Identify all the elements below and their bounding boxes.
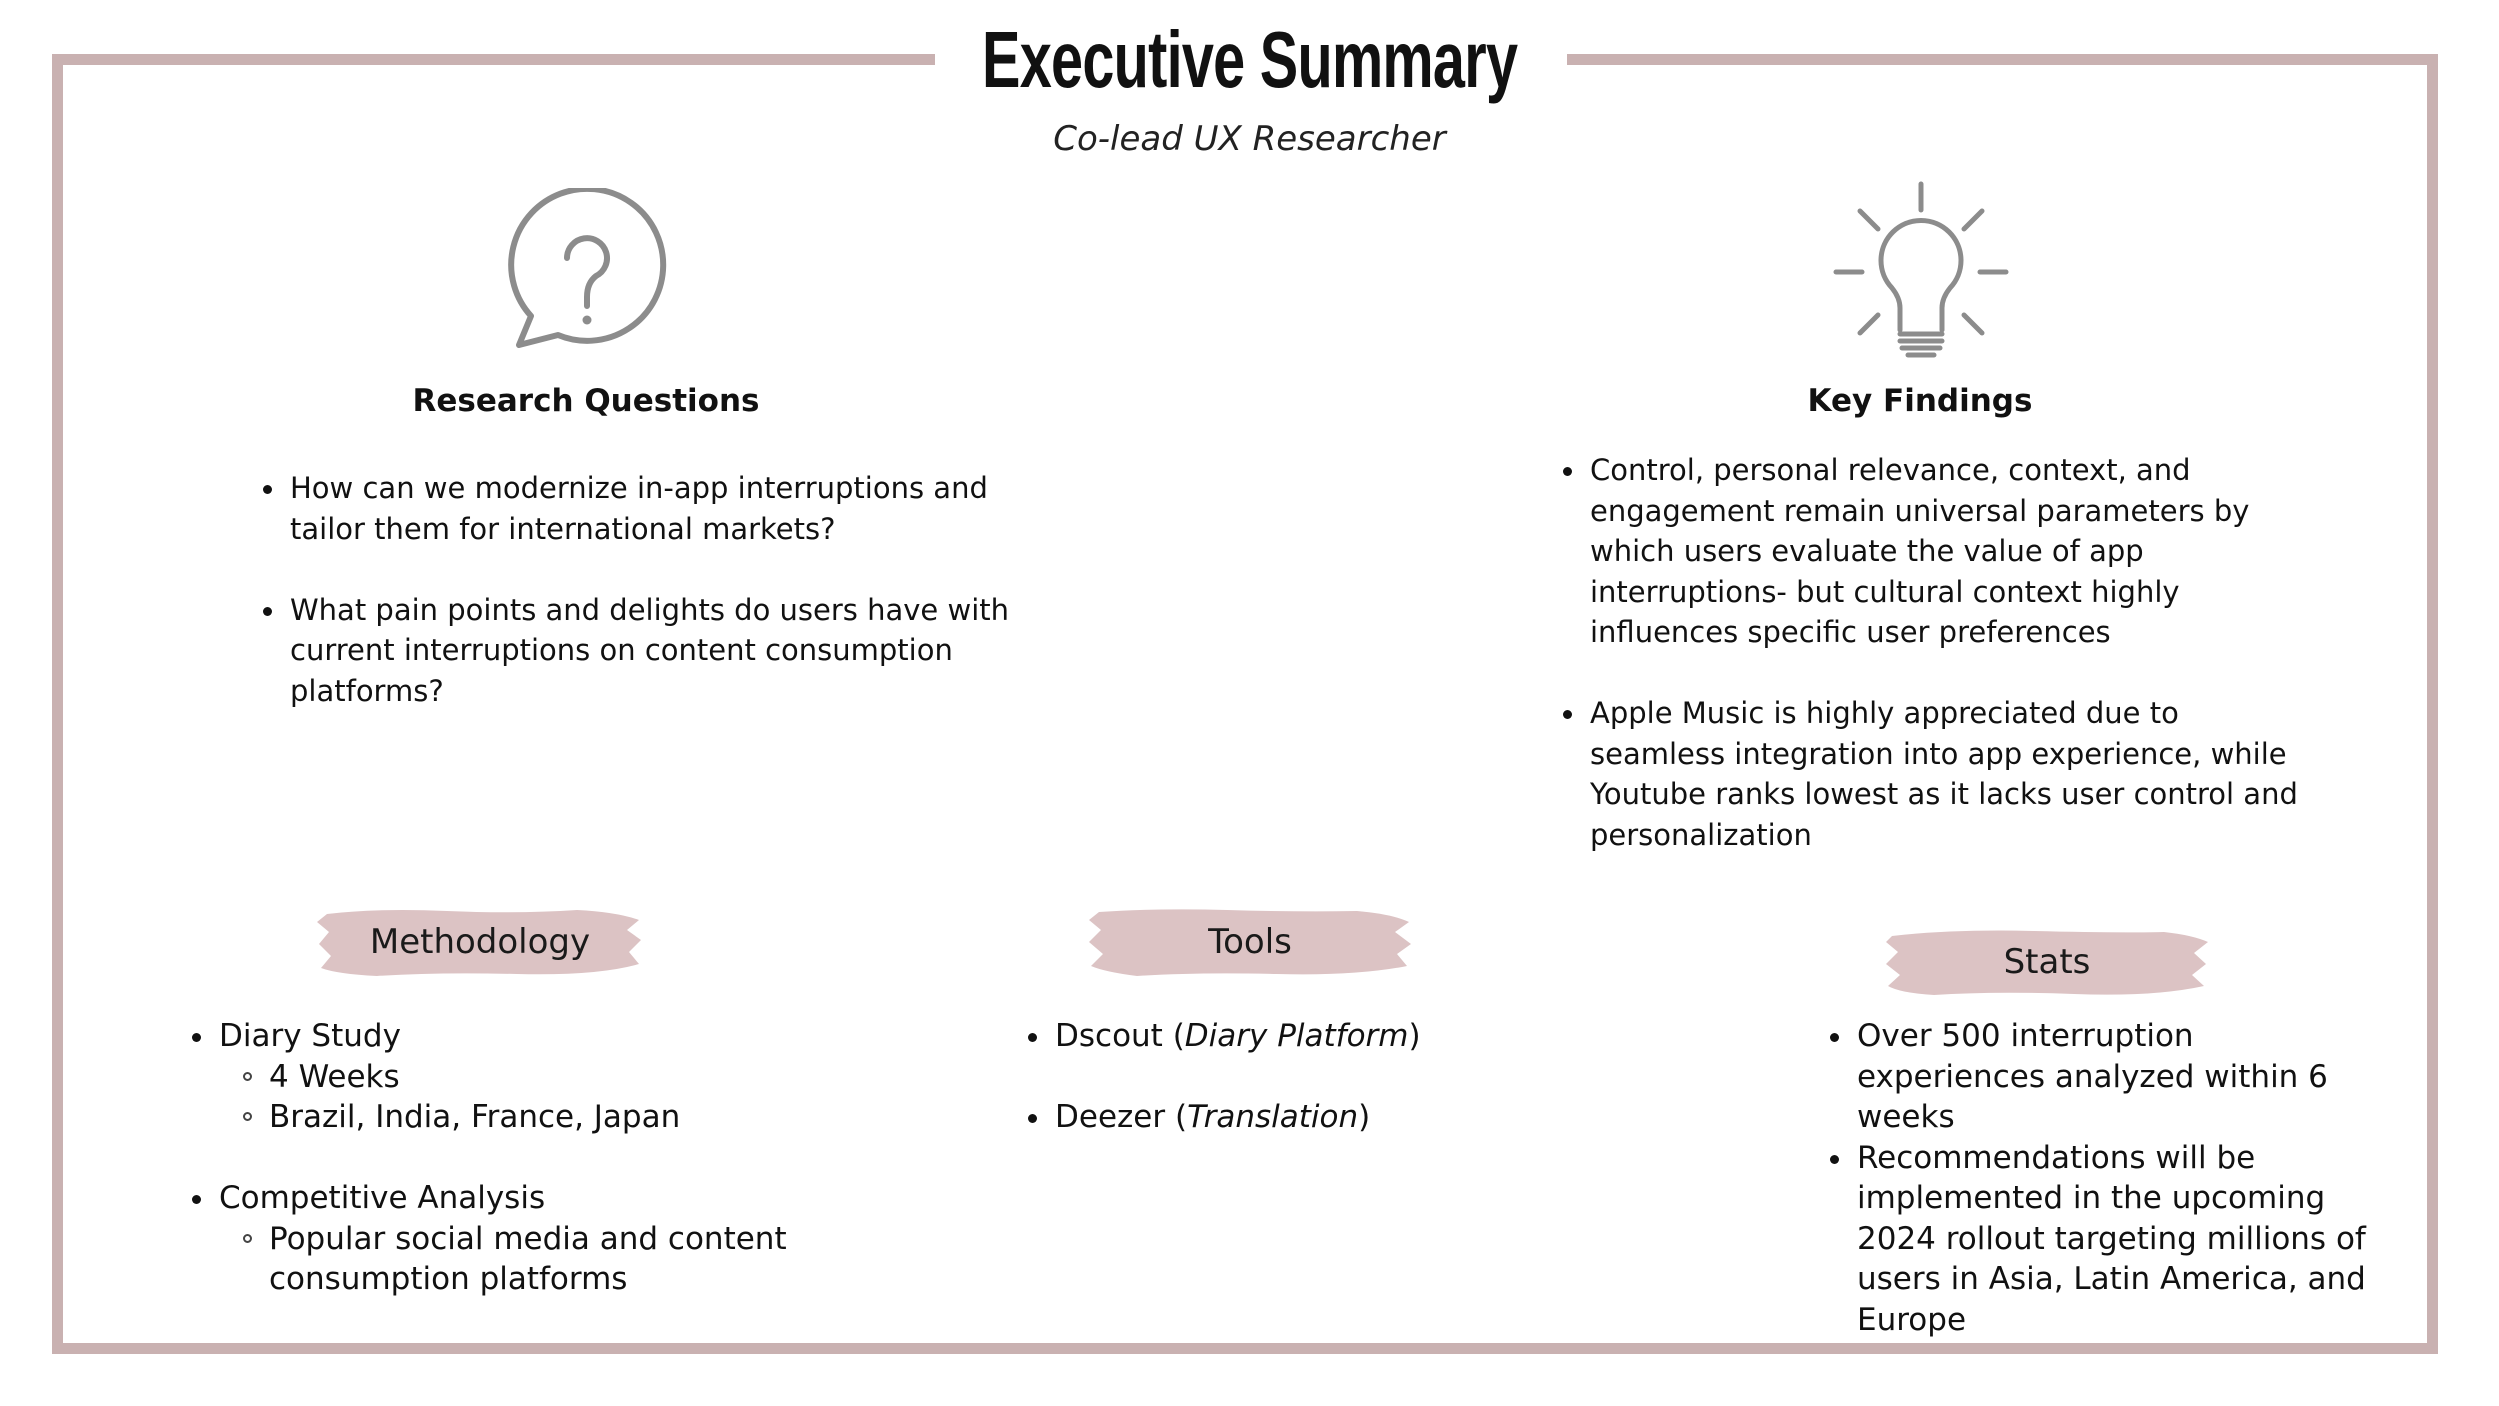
list-item: Competitive Analysis Popular social medi… — [192, 1178, 892, 1300]
tool-detail: Diary Platform — [1184, 1018, 1409, 1054]
sub-list: 4 Weeks Brazil, India, France, Japan — [219, 1057, 892, 1138]
tools-list: Dscout (Diary Platform) Deezer (Translat… — [1028, 1016, 1628, 1138]
stats-label: Stats — [2003, 942, 2091, 982]
list-item: Control, personal relevance, context, an… — [1563, 450, 2313, 653]
list-item: What pain points and delights do users h… — [263, 590, 1023, 712]
list-item: Deezer (Translation) — [1028, 1097, 1628, 1138]
page-title: Executive Summary — [982, 15, 1518, 104]
tool-detail: Translation — [1187, 1099, 1359, 1135]
page-subtitle: Co-lead UX Researcher — [1053, 119, 1446, 159]
methodology-list: Diary Study 4 Weeks Brazil, India, Franc… — [192, 1016, 892, 1300]
methodology-label-badge: Methodology — [317, 906, 643, 980]
list-item-text: Diary Study — [219, 1018, 401, 1054]
stats-list: Over 500 interruption experiences analyz… — [1830, 1016, 2370, 1340]
tools-label: Tools — [1208, 922, 1292, 962]
key-findings-list: Control, personal relevance, context, an… — [1563, 450, 2313, 855]
list-item: Dscout (Diary Platform) — [1028, 1016, 1628, 1057]
key-findings-heading: Key Findings — [1807, 383, 2033, 419]
research-questions-list: How can we modernize in-app interruption… — [263, 468, 1023, 711]
research-questions-heading: Research Questions — [412, 383, 760, 419]
sub-list: Popular social media and content consump… — [219, 1219, 892, 1300]
list-item: How can we modernize in-app interruption… — [263, 468, 1023, 549]
question-speech-bubble-icon — [505, 185, 667, 355]
sub-list-item: Popular social media and content consump… — [219, 1219, 789, 1300]
list-item: Apple Music is highly appreciated due to… — [1563, 693, 2313, 855]
list-item: Diary Study 4 Weeks Brazil, India, Franc… — [192, 1016, 892, 1138]
lightbulb-icon — [1830, 180, 2012, 367]
sub-list-item: 4 Weeks — [219, 1057, 892, 1098]
stats-label-badge: Stats — [1884, 926, 2210, 1000]
sub-list-item: Brazil, India, France, Japan — [219, 1097, 892, 1138]
title-frame-gap — [935, 30, 1567, 70]
list-item-text: Competitive Analysis — [219, 1180, 546, 1216]
list-item: Recommendations will be implemented in t… — [1830, 1138, 2370, 1341]
methodology-label: Methodology — [369, 922, 591, 962]
tool-name: Deezer — [1055, 1099, 1166, 1135]
tools-label-badge: Tools — [1087, 906, 1413, 980]
list-item: Over 500 interruption experiences analyz… — [1830, 1016, 2370, 1138]
tool-name: Dscout — [1055, 1018, 1163, 1054]
